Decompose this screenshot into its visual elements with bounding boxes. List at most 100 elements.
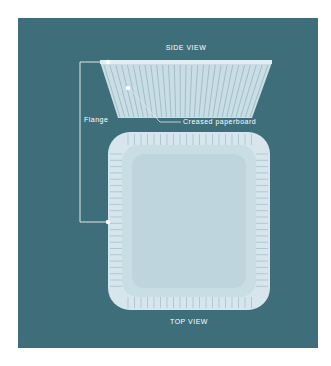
pleat: [250, 65, 268, 117]
pleat: [134, 297, 135, 308]
pleat: [110, 248, 122, 249]
pleat: [186, 297, 187, 308]
top-base: [132, 154, 246, 288]
pleat: [232, 134, 233, 145]
pleat: [238, 134, 239, 145]
pleat: [256, 210, 268, 211]
pleat: [174, 65, 175, 117]
pleat: [256, 172, 268, 173]
pleat: [160, 297, 161, 308]
pleat: [204, 65, 210, 117]
pleat: [256, 217, 268, 218]
pleat: [193, 297, 194, 308]
pleat: [256, 273, 268, 274]
dot: [106, 60, 110, 64]
pleat: [256, 185, 268, 186]
pleat: [110, 217, 122, 218]
pleat: [110, 273, 122, 274]
pleat: [225, 134, 226, 145]
pleat: [251, 134, 252, 145]
pleat: [154, 297, 155, 308]
pleat: [190, 65, 192, 117]
side-pleats: [104, 65, 268, 117]
dot: [106, 220, 110, 224]
pleat: [256, 235, 268, 236]
pleat: [110, 172, 122, 173]
pleat: [256, 166, 268, 167]
pleat: [160, 134, 161, 145]
pleat: [212, 297, 213, 308]
pleat: [110, 185, 122, 186]
pleat: [167, 297, 168, 308]
pleat: [110, 223, 122, 224]
pleat: [219, 297, 220, 308]
pleat: [194, 65, 197, 117]
pleat: [147, 134, 148, 145]
flange-bracket: [80, 62, 108, 222]
pleat: [110, 179, 122, 180]
pleat: [110, 154, 122, 155]
pleat: [141, 297, 142, 308]
pleat: [110, 204, 122, 205]
pleat: [110, 235, 122, 236]
pleat: [232, 297, 233, 308]
pleat: [256, 160, 268, 161]
pleat: [218, 65, 228, 117]
pleat: [193, 134, 194, 145]
pleat: [147, 297, 148, 308]
pleat: [256, 242, 268, 243]
pleat: [199, 297, 200, 308]
pleat: [251, 297, 252, 308]
top-pleats: [110, 134, 268, 308]
pleat: [186, 134, 187, 145]
pleat: [110, 229, 122, 230]
pleat: [256, 286, 268, 287]
pleat: [256, 198, 268, 199]
pleat: [116, 65, 130, 117]
pleat: [110, 286, 122, 287]
part-label: Flange: [84, 116, 108, 123]
pleat: [213, 65, 221, 117]
pleat: [256, 267, 268, 268]
panel: [18, 18, 318, 348]
pleat: [110, 210, 122, 211]
pleat: [127, 65, 138, 117]
pleat: [227, 65, 239, 117]
pleat: [199, 65, 204, 117]
pleat: [256, 191, 268, 192]
pleat: [245, 297, 246, 308]
pleat: [219, 134, 220, 145]
pleat: [256, 280, 268, 281]
pleat: [256, 154, 268, 155]
leader-line: [130, 89, 181, 122]
pleat: [245, 65, 262, 117]
pleat: [110, 198, 122, 199]
part-label: Creased paperboard: [183, 118, 256, 125]
pleat: [180, 297, 181, 308]
pleat: [110, 242, 122, 243]
pleat: [173, 297, 174, 308]
dot: [126, 86, 130, 90]
pleat: [256, 248, 268, 249]
side-bowl: [100, 62, 272, 118]
pleat: [110, 254, 122, 255]
pleat: [206, 297, 207, 308]
view-title: TOP VIEW: [170, 318, 208, 325]
pleat: [110, 160, 122, 161]
pleat: [206, 134, 207, 145]
pleat: [199, 134, 200, 145]
pleat: [185, 65, 186, 117]
pleat: [139, 65, 148, 117]
pleat: [256, 179, 268, 180]
pleat: [110, 280, 122, 281]
pleat: [163, 65, 167, 117]
pleat: [256, 229, 268, 230]
top-flange: [108, 132, 270, 310]
pleat: [225, 297, 226, 308]
pleat: [212, 134, 213, 145]
pleat: [134, 134, 135, 145]
pleat: [141, 134, 142, 145]
pleat: [168, 65, 171, 117]
